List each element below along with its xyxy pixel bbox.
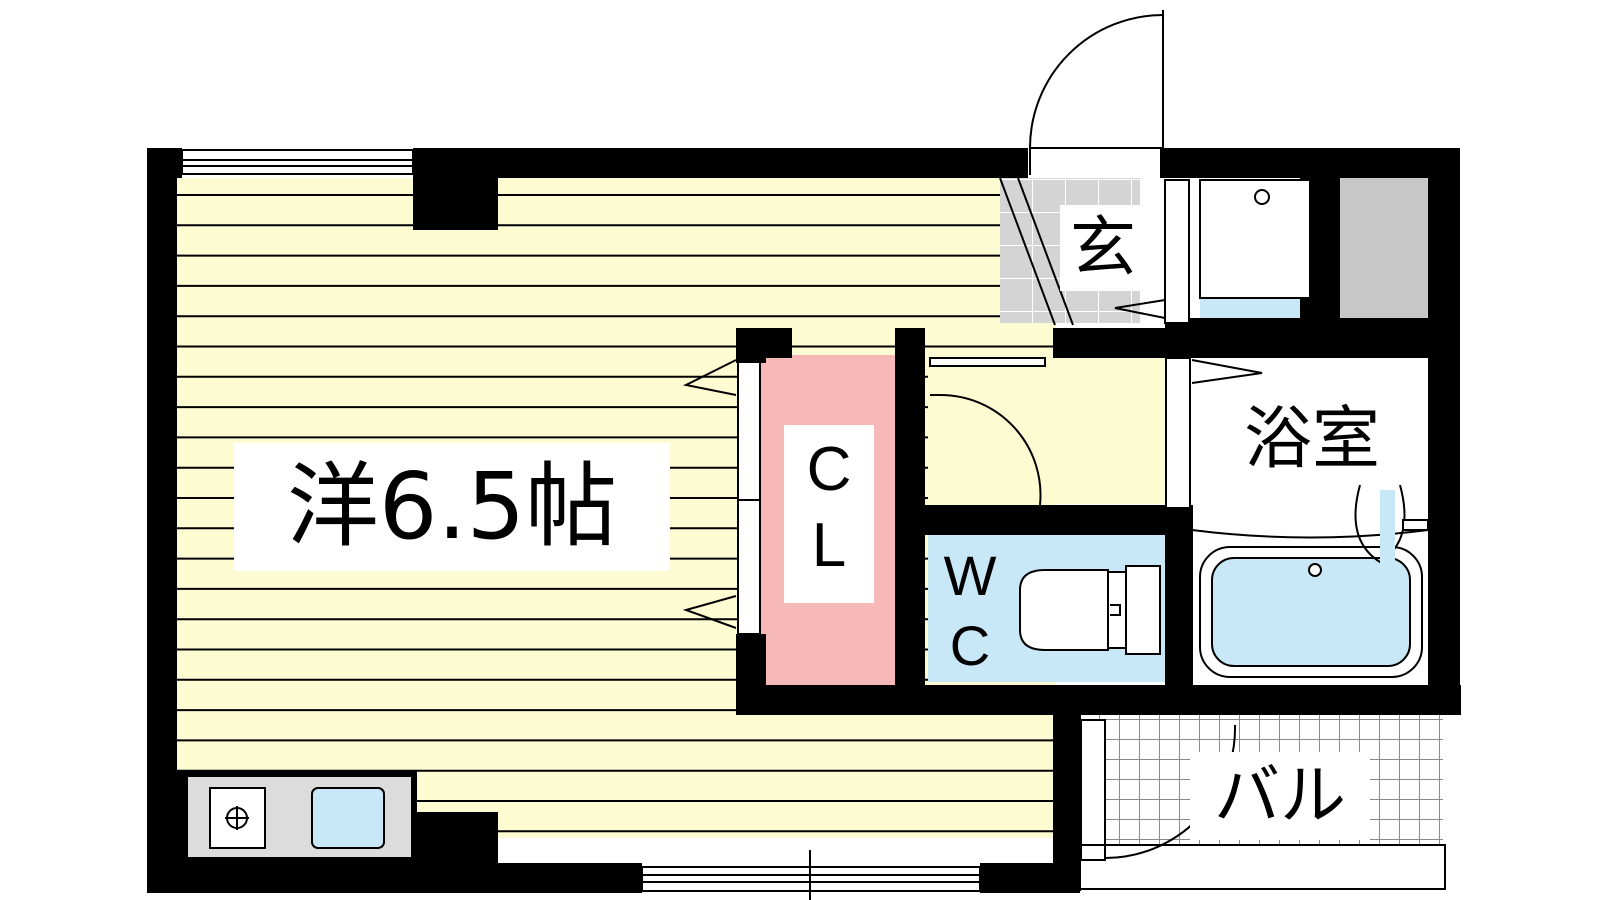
hallway-floor <box>928 358 1165 504</box>
toilet-label: W C <box>935 540 1005 678</box>
bathroom-door <box>1165 357 1263 509</box>
balcony-door <box>1079 719 1446 890</box>
toilet-door <box>929 357 1046 506</box>
western-room-label: 洋6.5帖 <box>234 443 670 571</box>
stove-icon <box>209 787 266 849</box>
kitchen-counter <box>186 775 413 859</box>
balcony-label: バル <box>1190 752 1370 840</box>
toilet-label-line2: C <box>949 614 991 677</box>
closet-label-line2: L <box>811 511 847 580</box>
toilet-fixture <box>1019 565 1161 655</box>
entrance-label: 玄 <box>1060 205 1146 291</box>
closet-label: C L <box>784 425 874 603</box>
grey-storage <box>1340 178 1435 325</box>
bathroom-label: 浴室 <box>1222 395 1402 485</box>
bathtub <box>1191 484 1429 678</box>
closet-label-line1: C <box>806 435 852 504</box>
closet-doors <box>682 359 761 635</box>
toilet-label-line1: W <box>943 544 997 607</box>
entrance-door <box>999 10 1164 326</box>
laundry-fixture <box>1114 179 1311 324</box>
windows <box>181 149 981 900</box>
sink-icon <box>311 787 385 849</box>
